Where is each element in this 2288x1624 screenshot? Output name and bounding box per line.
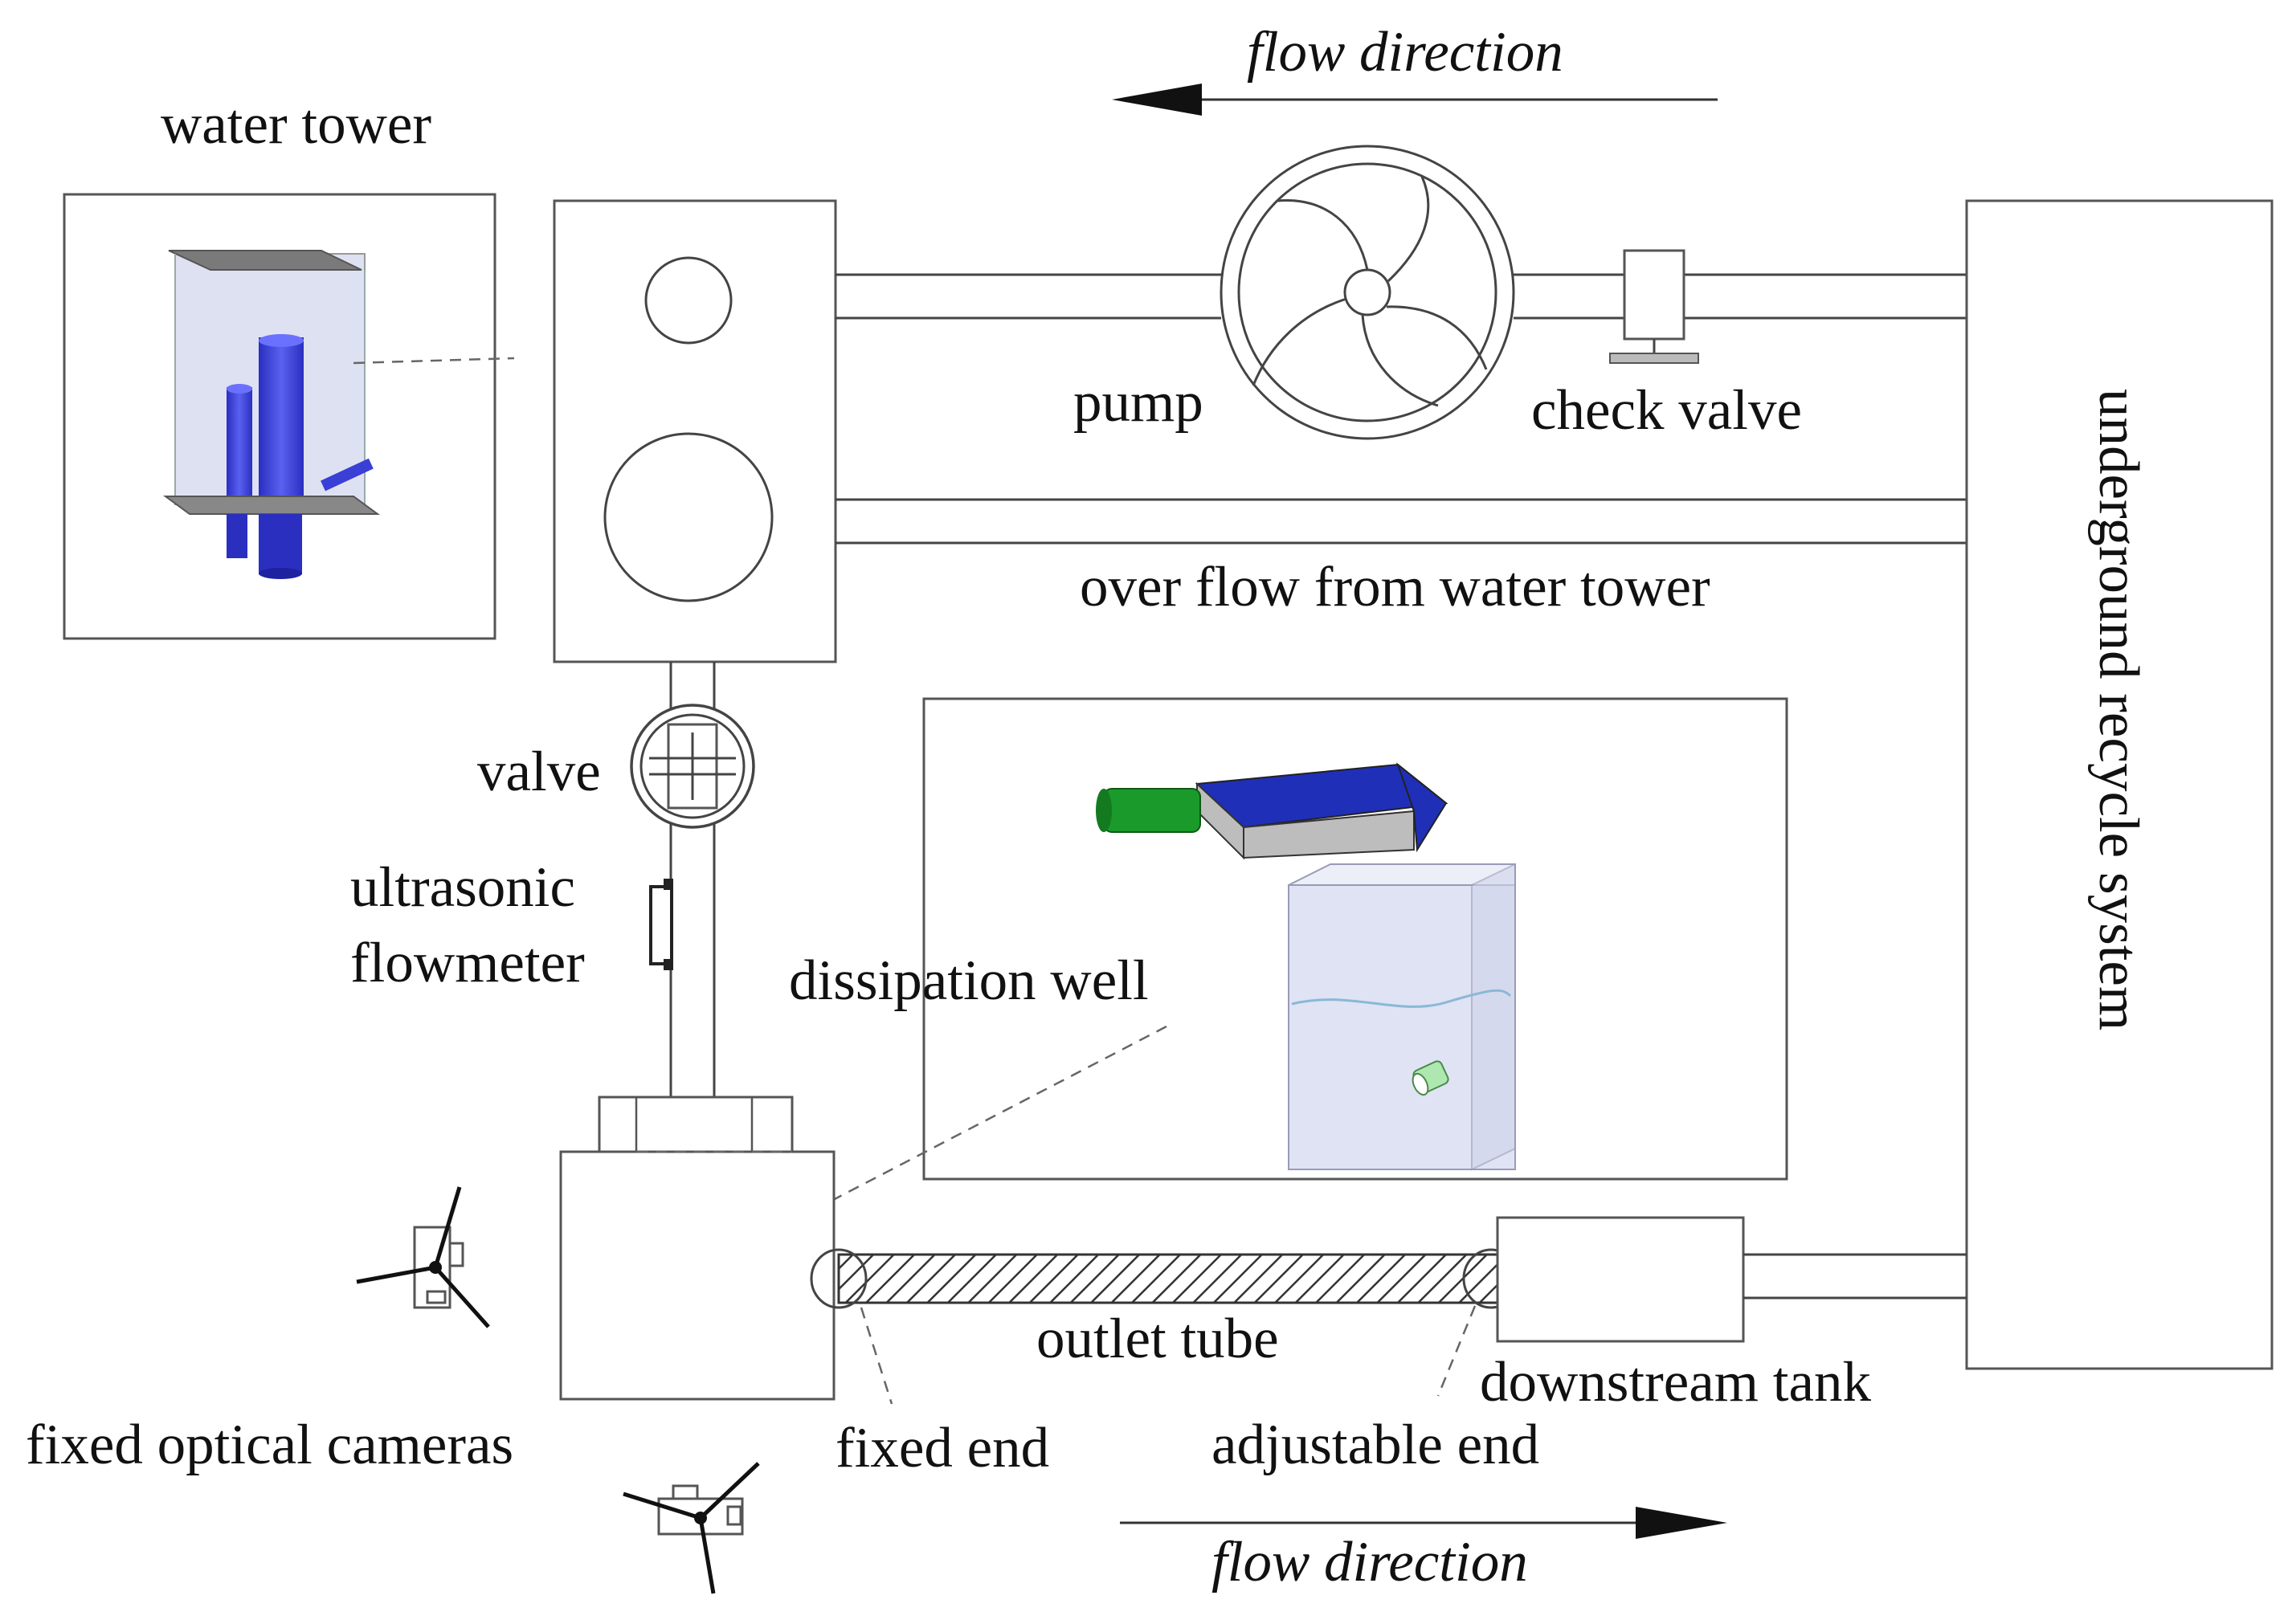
flow-arrow-top — [1112, 84, 1718, 116]
valve-label: valve — [477, 741, 601, 803]
dissipation-well-box — [559, 1096, 836, 1401]
water-tower-box — [553, 199, 837, 663]
underground-recycle-box — [1965, 199, 2274, 1370]
adjustable-end-label: adjustable end — [1211, 1414, 1539, 1476]
flow-direction-bottom-label: flow direction — [1211, 1531, 1528, 1593]
valve-icon — [630, 704, 755, 829]
downstream-pipe — [1743, 1253, 1967, 1300]
overflow-label: over flow from water tower — [1080, 556, 1710, 618]
pump-icon — [1220, 145, 1515, 440]
outlet-tube — [810, 1248, 1520, 1309]
fixed-cameras-label: fixed optical cameras — [26, 1414, 513, 1476]
outlet-tube-label: outlet tube — [1036, 1308, 1279, 1370]
dissipation-well-leader — [811, 1025, 1167, 1213]
check-valve-icon — [1609, 249, 1699, 364]
water-tower-inset — [63, 193, 515, 640]
adjustable-end-leader — [1436, 1305, 1477, 1397]
pump-label: pump — [1073, 371, 1203, 434]
flowmeter-label-1: ultrasonic — [350, 856, 575, 919]
flowmeter-label-2: flowmeter — [350, 932, 585, 994]
downstream-tank-label: downstream tank — [1480, 1351, 1872, 1414]
dissipation-well-inset — [922, 697, 1788, 1181]
flow-arrow-bottom — [1120, 1507, 1727, 1539]
flowmeter-icon — [649, 879, 673, 970]
overflow-pipe — [836, 498, 1967, 545]
check-valve-label: check valve — [1531, 379, 1802, 442]
camera-icon-bottom — [623, 1462, 760, 1594]
fixed-end-label: fixed end — [836, 1417, 1049, 1479]
dissipation-well-label: dissipation well — [789, 949, 1149, 1012]
downstream-tank-box — [1496, 1216, 1745, 1343]
camera-icon-left — [356, 1186, 490, 1328]
fixed-end-leader — [860, 1307, 893, 1405]
pump-pipe — [836, 273, 1967, 320]
underground-label: underground recycle system — [2087, 389, 2150, 1030]
flow-direction-top-label: flow direction — [1247, 21, 1563, 84]
water-tower-label: water tower — [161, 93, 431, 156]
